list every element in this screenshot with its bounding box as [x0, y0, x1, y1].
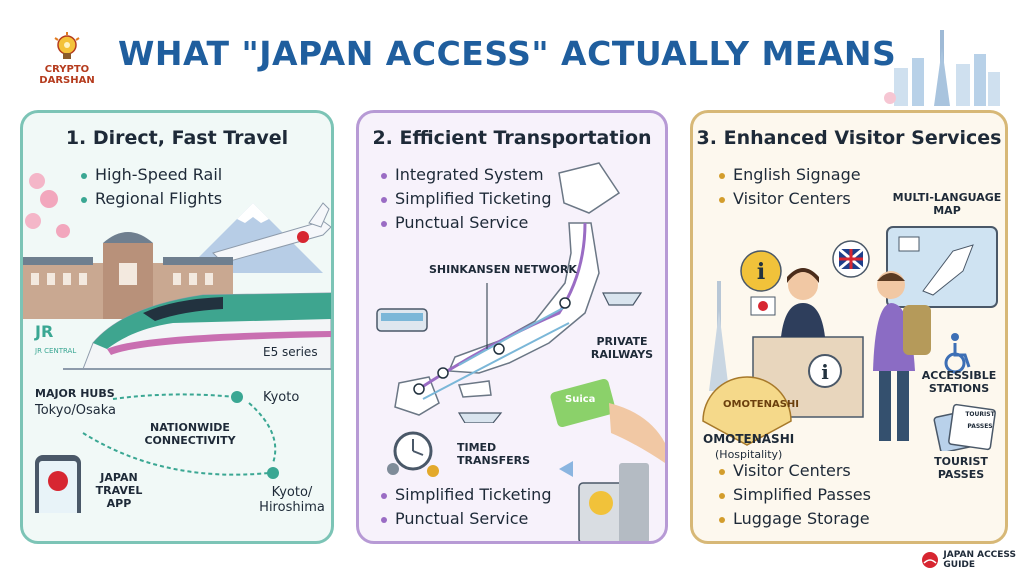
panel2-title: 2. Efficient Transportation [372, 127, 652, 149]
panel3-title: 3. Enhanced Visitor Services [696, 127, 1002, 149]
japan-access-guide-logo: JAPAN ACCESS GUIDE [921, 550, 1016, 570]
shinkansen-network-label: SHINKANSEN NETWORK [429, 263, 577, 276]
private-railways-label: PRIVATE RAILWAYS [590, 335, 654, 361]
ic-card-gate-illustration [550, 378, 665, 541]
svg-text:i: i [757, 259, 765, 285]
list-item: Simplified Ticketing [381, 187, 551, 211]
list-item: English Signage [719, 163, 861, 187]
footer-line-2: GUIDE [943, 560, 976, 570]
hubs-city: Tokyo/Osaka [35, 403, 117, 418]
connectivity-diagram [35, 391, 279, 513]
fan-text: OMOTENASHI [723, 399, 800, 410]
list-item: Visitor Centers [719, 459, 871, 483]
red-circle-icon [922, 552, 939, 568]
list-item: High-Speed Rail [81, 163, 222, 187]
list-item: Visitor Centers [719, 187, 861, 211]
clock-icon [387, 431, 439, 477]
footer-line-1: JAPAN ACCESS [943, 550, 1016, 560]
panel3-bottom-bullets: Visitor Centers Simplified Passes Luggag… [719, 459, 871, 531]
list-item: Punctual Service [381, 507, 551, 531]
omotenashi-label: OMOTENASHI [703, 432, 795, 446]
list-item: Regional Flights [81, 187, 222, 211]
jr-central-text: JR CENTRAL [35, 347, 77, 355]
panel1-bullets: High-Speed Rail Regional Flights [81, 163, 222, 211]
lightbulb-icon [54, 32, 80, 59]
panel-enhanced-visitor-services: 3. Enhanced Visitor Services English Sig… [690, 110, 1008, 544]
list-item: Simplified Ticketing [381, 483, 551, 507]
hospitality-label: (Hospitality) [715, 448, 783, 461]
list-item: Simplified Passes [719, 483, 871, 507]
list-item: Luggage Storage [719, 507, 871, 531]
panel2-top-bullets: Integrated System Simplified Ticketing P… [381, 163, 551, 235]
destination-label: Kyoto/ Hiroshima [259, 485, 325, 515]
kyoto-label: Kyoto [263, 390, 300, 405]
list-item: Punctual Service [381, 211, 551, 235]
visitor-service-illustration: i i [702, 226, 998, 451]
panel-efficient-transportation: 2. Efficient Transportation Integrated S… [356, 110, 668, 544]
japan-travel-app-label: JAPAN TRAVEL APP [95, 471, 143, 510]
japan-map [376, 162, 643, 423]
tourist-passes-label: TOURIST PASSES [934, 455, 988, 481]
multi-language-map-label: MULTI-LANGUAGE MAP [892, 191, 1002, 217]
tourist-pass-card-text: TOURIST PASSES [965, 411, 995, 430]
accessible-stations-label: ACCESSIBLE STATIONS [921, 369, 997, 395]
train-label: E5 series [263, 345, 318, 359]
panel2-bottom-bullets: Simplified Ticketing Punctual Service [381, 483, 551, 531]
list-item: Integrated System [381, 163, 551, 187]
logo-line-2: DARSHAN [39, 75, 95, 86]
panel3-top-bullets: English Signage Visitor Centers [719, 163, 861, 211]
panel-direct-fast-travel: 1. Direct, Fast Travel High-Speed Rail R… [20, 110, 334, 544]
page-title: WHAT "JAPAN ACCESS" ACTUALLY MEANS [118, 34, 897, 73]
nationwide-connectivity-label: NATIONWIDE CONNECTIVITY [144, 421, 236, 447]
crypto-darshan-logo: CRYPTO DARSHAN [36, 30, 98, 86]
timed-transfers-label: TIMED TRANSFERS [457, 441, 531, 467]
jr-logo: JR [35, 322, 54, 341]
suica-card-text: Suica [565, 394, 596, 405]
major-hubs-label: MAJOR HUBS [35, 387, 115, 400]
travel-illustration [23, 173, 331, 370]
svg-text:i: i [821, 360, 829, 384]
logo-line-1: CRYPTO [44, 64, 90, 75]
panel1-title: 1. Direct, Fast Travel [65, 127, 289, 149]
city-skyline-icon [884, 30, 1000, 106]
